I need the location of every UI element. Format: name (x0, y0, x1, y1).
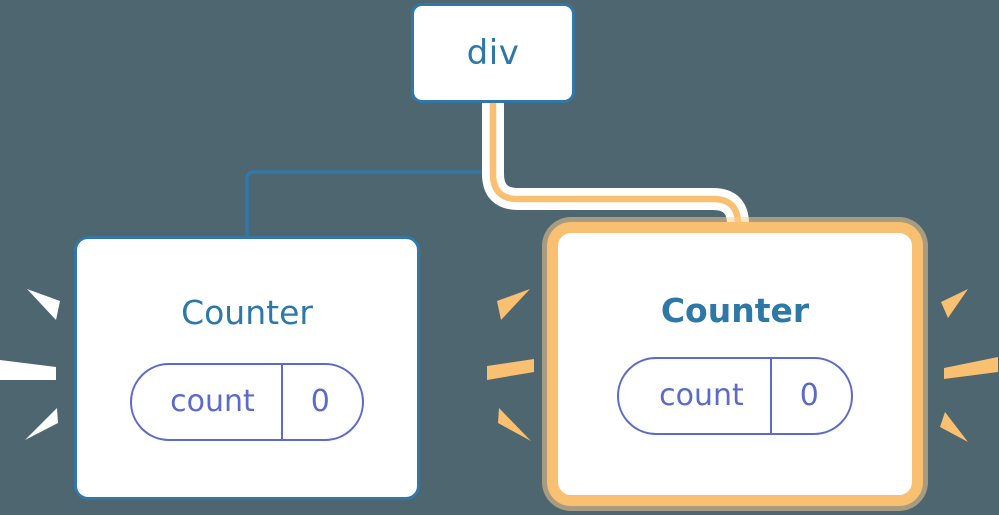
state-badge-key: count (170, 383, 255, 419)
node-counter-left[interactable]: Counter count 0 (74, 236, 420, 500)
edge-root-to-counter-left (245, 102, 495, 238)
node-counter-right-title: Counter (660, 290, 810, 330)
sparkle-right-of-counter-left (487, 289, 534, 441)
state-badge-value: 0 (280, 364, 362, 439)
state-badge-counter-right: count 0 (617, 356, 853, 435)
node-counter-left-title: Counter (181, 292, 313, 332)
sparkle-right-of-counter-right (940, 289, 998, 442)
sparkle-left-of-counter-left (0, 289, 60, 440)
node-counter-right[interactable]: Counter count 0 (547, 222, 923, 506)
state-badge-counter-left: count 0 (130, 362, 364, 441)
state-badge-key: count (659, 377, 744, 413)
node-div-label: div (466, 33, 520, 73)
node-div[interactable]: div (411, 3, 575, 103)
state-badge-value: 0 (769, 358, 851, 433)
